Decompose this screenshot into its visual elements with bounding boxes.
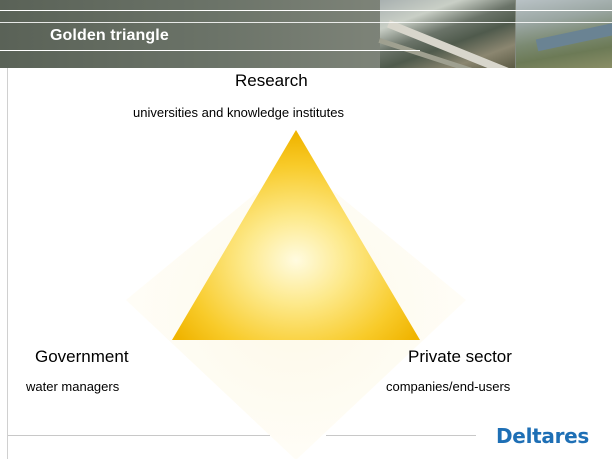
- slide-title: Golden triangle: [50, 27, 169, 44]
- golden-triangle: [172, 130, 420, 340]
- golden-triangle-diagram: Research universities and knowledge inst…: [0, 68, 612, 459]
- triangle-graphic: [126, 130, 466, 459]
- left-border: [7, 68, 8, 459]
- title-underline: [0, 50, 420, 51]
- footer-rule-right: [326, 435, 476, 436]
- landscape-photo: [516, 0, 612, 68]
- private-sector-subtitle: companies/end-users: [386, 379, 511, 394]
- header-rule-second: [0, 22, 612, 23]
- footer-rule-left: [8, 435, 270, 436]
- research-subtitle: universities and knowledge institutes: [133, 105, 345, 120]
- private-sector-label: Private sector: [408, 347, 512, 366]
- government-subtitle: water managers: [26, 379, 120, 394]
- research-label: Research: [235, 71, 308, 90]
- header-bar: Golden triangle: [0, 0, 612, 68]
- header-rule-top: [0, 10, 612, 11]
- deltares-logo: Deltares: [496, 424, 590, 448]
- government-label: Government: [35, 347, 129, 366]
- bridge-photo: [378, 0, 520, 68]
